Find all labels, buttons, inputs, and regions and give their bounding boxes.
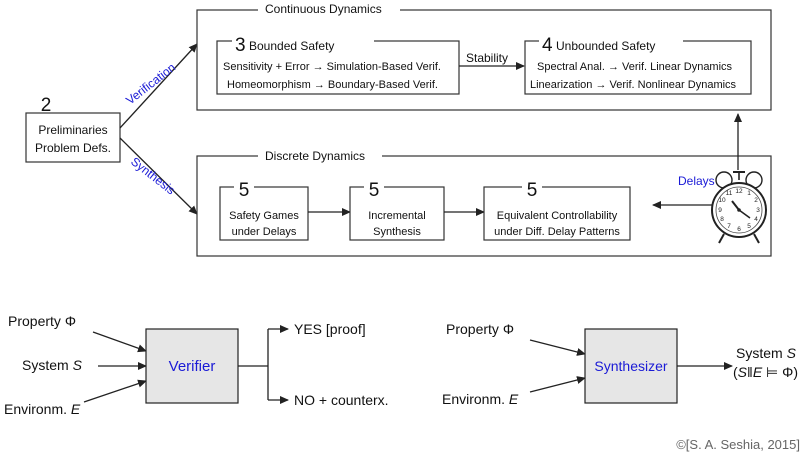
svg-text:11: 11 <box>726 190 733 197</box>
svg-text:4: 4 <box>754 216 758 223</box>
equivalent-line1: Equivalent Controllability <box>497 210 618 222</box>
unbounded-row1: Spectral Anal. → Verif. Linear Dynamics <box>537 61 733 73</box>
incremental-line2: Synthesis <box>373 226 421 238</box>
svg-text:12: 12 <box>735 188 743 195</box>
unbounded-safety-title: Unbounded Safety <box>556 39 655 53</box>
svg-text:7: 7 <box>727 223 731 230</box>
synthesizer-property-input: Property Φ <box>446 321 514 337</box>
verification-label: Verification <box>123 60 178 107</box>
svg-text:2: 2 <box>754 197 758 204</box>
incremental-synthesis-number: 5 <box>369 180 380 201</box>
svg-text:5: 5 <box>747 223 751 230</box>
preliminaries-number: 2 <box>41 95 52 116</box>
synthesizer-output-spec: (S‖E ⊨ Φ) <box>733 364 798 380</box>
bounded-row2: Homeomorphism → Boundary-Based Verif. <box>227 79 438 91</box>
verifier-yes-output: YES [proof] <box>294 321 366 337</box>
svg-text:1: 1 <box>747 190 751 197</box>
synthesis-label: Synthesis <box>128 154 178 197</box>
synthesizer-label: Synthesizer <box>594 358 667 374</box>
continuous-dynamics-title: Continuous Dynamics <box>265 2 382 16</box>
bounded-safety-title: Bounded Safety <box>249 39 334 53</box>
verifier-no-output: NO + counterx. <box>294 392 389 408</box>
problem-defs-label: Problem Defs. <box>35 141 111 155</box>
svg-text:9: 9 <box>718 207 722 214</box>
synthesizer-property-arrow <box>529 339 586 356</box>
verifier-system-input: System S <box>22 357 83 373</box>
verifier-property-arrow <box>92 331 147 353</box>
equivalent-controllability-number: 5 <box>527 180 538 201</box>
preliminaries-label: Preliminaries <box>38 123 107 137</box>
incremental-line1: Incremental <box>368 210 425 222</box>
synthesis-branch-arrow <box>119 137 198 215</box>
synthesizer-output-system: System S <box>736 345 797 361</box>
svg-text:10: 10 <box>718 197 726 204</box>
synthesizer-box <box>584 328 678 404</box>
unbounded-safety-number: 4 <box>542 35 553 56</box>
synthesizer-environment-input: Environm. E <box>442 391 519 407</box>
verifier-environment-arrow <box>83 379 147 403</box>
verifier-property-input: Property Φ <box>8 313 76 329</box>
safety-games-line1: Safety Games <box>229 210 299 222</box>
svg-text:6: 6 <box>737 226 741 233</box>
verifier-box <box>145 328 239 404</box>
copyright-notice: ©[S. A. Seshia, 2015] <box>676 437 800 452</box>
svg-text:3: 3 <box>756 207 760 214</box>
preliminaries-box <box>25 112 121 163</box>
verifier-environment-input: Environm. E <box>4 401 81 417</box>
bounded-safety-number: 3 <box>235 35 246 56</box>
svg-text:8: 8 <box>720 216 724 223</box>
verification-branch-arrow <box>119 43 198 129</box>
equivalent-controllability-box <box>483 186 631 241</box>
delays-label: Delays <box>678 174 715 188</box>
safety-games-line2: under Delays <box>232 226 297 238</box>
synthesizer-environment-arrow <box>529 376 586 393</box>
discrete-dynamics-title: Discrete Dynamics <box>265 149 365 163</box>
safety-games-number: 5 <box>239 180 250 201</box>
verifier-label: Verifier <box>169 358 216 375</box>
bounded-row1: Sensitivity + Error → Simulation-Based V… <box>223 61 441 73</box>
unbounded-row2: Linearization → Verif. Nonlinear Dynamic… <box>530 79 737 91</box>
stability-label: Stability <box>466 51 508 65</box>
equivalent-line2: under Diff. Delay Patterns <box>494 226 620 238</box>
